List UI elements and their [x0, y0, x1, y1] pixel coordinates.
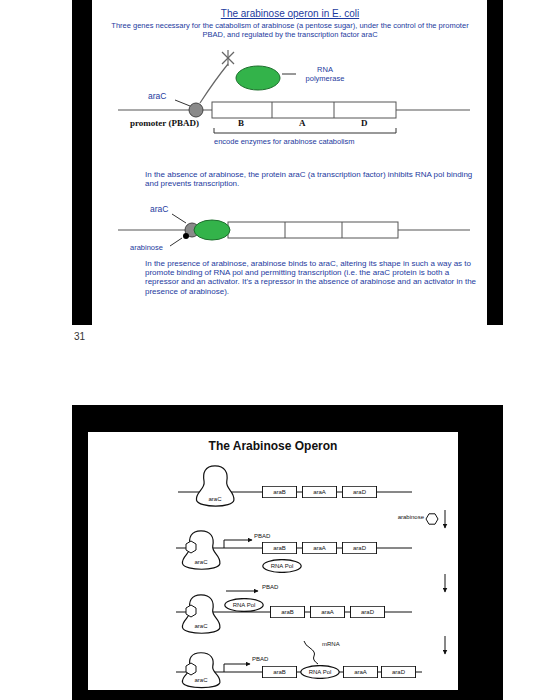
node-text: araB — [273, 489, 286, 496]
arac-protein: araC — [180, 594, 222, 636]
arac-protein-outline — [180, 594, 222, 636]
rna-polymerase — [194, 220, 230, 240]
body-text: In the absence of arabinose, the protein… — [145, 170, 475, 188]
mrna-strand — [304, 641, 318, 664]
promoter-label: PBAD — [252, 656, 268, 663]
node-text: araB — [273, 545, 286, 552]
node-text: araD — [361, 609, 374, 616]
gene-box: araA — [343, 666, 378, 678]
arac-protein: araC — [180, 530, 222, 572]
part-label: mRNA — [322, 641, 340, 648]
intro-text: Three genes necessary for the catabolism… — [100, 22, 480, 39]
leader-line — [172, 214, 186, 223]
gene-box: araA — [310, 606, 345, 618]
slide-ground — [92, 0, 487, 325]
dna-lines — [176, 492, 422, 672]
node-text: araA — [313, 545, 326, 552]
gene-box: araB — [262, 666, 297, 678]
node-text: araD — [353, 489, 366, 496]
gene-letter: A — [299, 118, 306, 128]
promoter-arrows — [224, 540, 318, 672]
node-text: araA — [321, 609, 334, 616]
arabinose-hexagon — [184, 540, 198, 554]
node-text: araA — [354, 669, 367, 676]
node-text: araC — [194, 623, 207, 630]
arabinose-hexagon — [184, 662, 198, 676]
gene-box: araA — [302, 542, 337, 554]
gene-box: araA — [302, 486, 337, 498]
slide-title: The Arabinose Operon — [100, 440, 446, 454]
rna-pol-ellipse: RNA Pol — [300, 665, 340, 679]
node-text: RNA Pol — [309, 669, 332, 676]
node-text: araB — [281, 609, 294, 616]
note-text: encode enzymes for arabinose catabolism — [214, 138, 355, 147]
gene-box: araB — [262, 542, 297, 554]
node-text: RNA Pol — [271, 563, 294, 570]
slide-number: 31 — [74, 331, 85, 343]
gene-box: araD — [381, 666, 416, 678]
inhibition-mark — [200, 50, 234, 103]
part-label: araC — [150, 205, 168, 215]
slide-title: The arabinose operon in E. coli — [100, 8, 480, 20]
arabinose-dot — [183, 233, 189, 239]
leader-line — [282, 74, 296, 75]
node-text: araC — [194, 677, 207, 684]
slide-ground — [88, 432, 458, 690]
node-text: RNA Pol — [233, 602, 256, 609]
leader-line — [170, 238, 182, 246]
rna-polymerase — [236, 66, 280, 90]
arac-protein-outline — [180, 530, 222, 572]
node-text: araD — [392, 669, 405, 676]
slide-frame — [72, 0, 503, 325]
rna-pol-ellipse: RNA Pol — [262, 559, 302, 573]
node-text: araD — [353, 545, 366, 552]
gene-boxes — [228, 222, 398, 238]
leader-line — [175, 100, 190, 106]
node-text: araA — [313, 489, 326, 496]
gene-box: araB — [270, 606, 305, 618]
part-label: RNA polymerase — [298, 66, 352, 83]
gene-letter: D — [361, 118, 368, 128]
gene-boxes — [212, 102, 396, 118]
promoter-circle — [189, 103, 203, 117]
node-text: araB — [273, 669, 286, 676]
gene-letter: B — [238, 118, 244, 128]
gene-box: araD — [350, 606, 385, 618]
part-label: arabinose — [130, 244, 163, 253]
promoter-label: PBAD — [262, 584, 278, 591]
body-text: In the presence of arabinose, arabinose … — [145, 259, 481, 296]
rna-pol-ellipse: RNA Pol — [224, 598, 264, 612]
arac-protein: araC — [180, 652, 222, 690]
node-text: araC — [194, 559, 207, 566]
slide-frame — [72, 405, 503, 700]
part-label: promoter (PBAD) — [130, 118, 199, 128]
gene-box: araB — [262, 486, 297, 498]
gene-box: araD — [342, 486, 377, 498]
bracket — [214, 128, 396, 133]
arabinose-hexagon — [426, 514, 438, 524]
arac-protein: araC — [194, 465, 236, 509]
arabinose-hexagon — [184, 604, 198, 618]
gene-box: araD — [342, 542, 377, 554]
step-arrows — [445, 510, 446, 654]
node-text: araC — [208, 496, 221, 503]
part-label: arabinose — [380, 514, 424, 521]
part-label: araC — [148, 92, 166, 102]
promoter-label: PBAD — [254, 533, 270, 540]
